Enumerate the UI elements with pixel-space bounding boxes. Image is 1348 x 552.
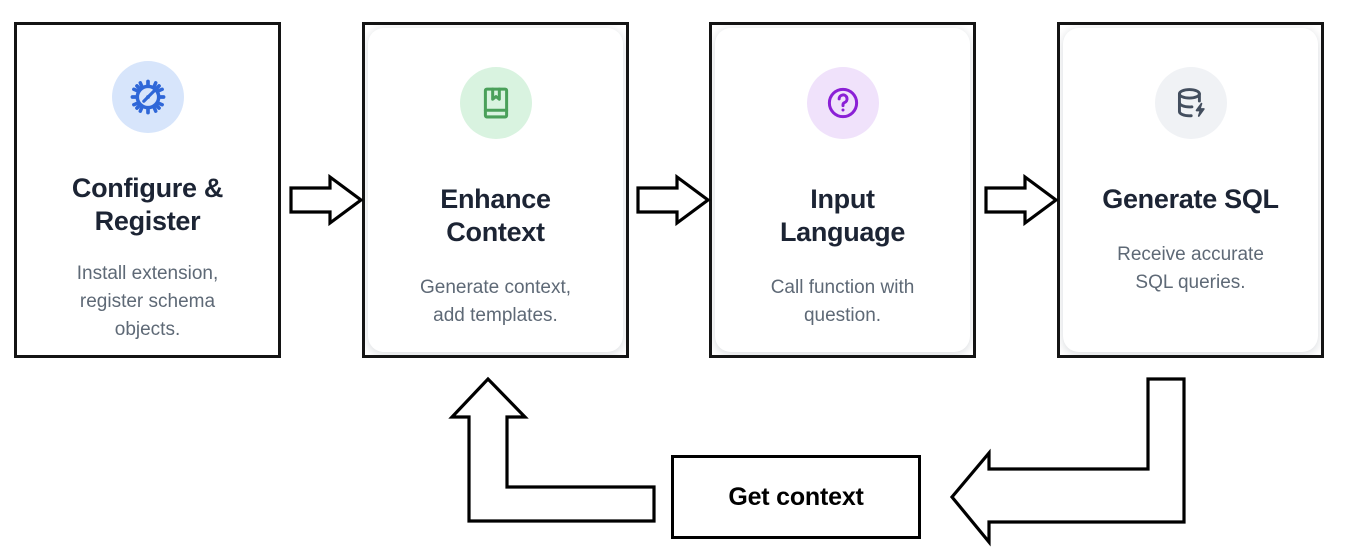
step-card-enhance-context[interactable]: Enhance Context Generate context, add te… [362,22,629,358]
database-bolt-icon [1154,67,1227,139]
step-card-title: Enhance Context [440,184,551,247]
step-card-description: Call function with question. [770,276,915,326]
card-inner: Enhance Context Generate context, add te… [368,28,623,352]
arrow-right-icon-step1-step2 [289,173,364,227]
settings-gear-icon [111,61,184,133]
step-card-description: Generate context, add templates. [419,276,572,326]
step-card-generate-sql[interactable]: Generate SQL Receive accurate SQL querie… [1057,22,1324,358]
question-circle-icon [806,67,879,139]
step-card-title: Configure & Register [71,173,224,236]
book-bookmark-icon [459,67,532,139]
step-card-input-language[interactable]: Input Language Call function with questi… [709,22,976,358]
step-card-title: Generate SQL [1102,184,1279,214]
get-context-label: Get context [728,482,864,511]
arrow-right-icon-step2-step3 [636,173,711,227]
card-inner: Input Language Call function with questi… [715,28,970,352]
card-inner: Generate SQL Receive accurate SQL querie… [1063,28,1318,352]
step-card-description: Install extension, register schema objec… [76,262,219,340]
arrow-elbow-left-icon-step4-getcontext [949,377,1186,547]
arrow-right-icon-step3-step4 [984,173,1059,227]
step-card-title: Input Language [779,184,906,247]
step-card-description: Receive accurate SQL queries. [1117,243,1264,293]
step-card-configure-register[interactable]: Configure & Register Install extension, … [14,22,281,358]
card-inner: Configure & Register Install extension, … [20,28,275,352]
get-context-node[interactable]: Get context [671,455,921,539]
arrow-elbow-up-icon-getcontext-step2 [448,376,656,523]
